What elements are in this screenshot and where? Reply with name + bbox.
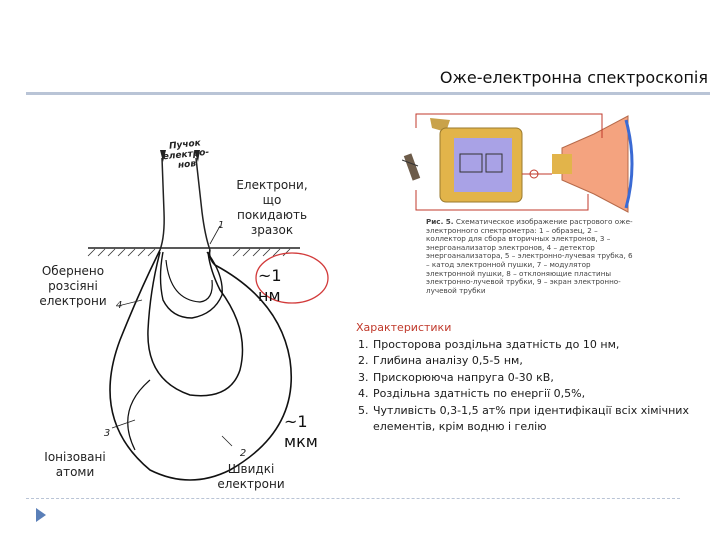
surface-hatching [87, 248, 291, 257]
leader-4 [117, 299, 143, 307]
figure-caption-text: Схематическое изображение растрового оже… [426, 217, 633, 295]
next-slide-arrow-icon[interactable] [36, 508, 46, 522]
lower-arc [127, 379, 151, 451]
leader-3 [111, 419, 136, 429]
amp-circle [529, 169, 539, 179]
figure-caption: Рис. 5. Схематическое изображение растро… [426, 217, 636, 295]
detector-box [459, 153, 483, 173]
leaving-electrons-label: Електрони, що покидають зразок [236, 178, 308, 237]
depth-um-label: ~1 мкм [284, 412, 318, 451]
sample-holder [403, 153, 421, 181]
spectrometer-schematic [402, 113, 634, 213]
ionized-atoms-label: Іонізовані атоми [44, 450, 106, 479]
characteristics-heading: Характеристики [356, 321, 452, 334]
marker-2: 2 [239, 448, 247, 459]
inner-volume-zone-2 [159, 251, 223, 319]
beam-arrow-left [160, 150, 166, 162]
figure-caption-number: Рис. 5. [426, 217, 454, 226]
characteristics-list: Просторова роздільна здатність до 10 нм,… [356, 337, 696, 436]
fast-electrons-label: Швидкі електрони [217, 462, 285, 491]
beam-arrow-right [194, 150, 200, 162]
marker-4: 4 [115, 300, 123, 311]
footer-rule [26, 498, 680, 500]
crt-tube [561, 115, 629, 213]
energy-analyzer-inner [454, 138, 512, 192]
inner-arc [165, 259, 213, 303]
middle-volume-zone-3 [147, 251, 244, 397]
marker-3: 3 [103, 428, 111, 439]
interaction-volume-diagram [87, 150, 329, 481]
list-item: Глибина аналізу 0,5-5 нм, [372, 353, 696, 370]
beam-line [402, 159, 419, 167]
electron-beam-left-edge [159, 157, 165, 251]
outer-volume-zone-4 [109, 249, 292, 481]
crt-neck [552, 154, 572, 174]
list-item: Роздільна здатність по енергії 0,5%, [372, 386, 696, 403]
page-title: Оже-електронна спектроскопія [439, 68, 708, 87]
detector-box-2 [485, 153, 503, 173]
characteristics-block: Характеристики Просторова роздільна здат… [356, 320, 696, 436]
leader-1 [209, 225, 221, 245]
depth-nm-label: ~1 нм [258, 266, 282, 305]
depth-highlight-circle [255, 252, 329, 304]
scan-wire [415, 190, 589, 211]
list-item: Просторова роздільна здатність до 10 нм, [372, 337, 696, 354]
leader-2 [221, 435, 233, 447]
backscattered-electrons-label: Обернено розсіяні електрони [39, 264, 107, 308]
electron-beam-right-edge [195, 157, 211, 251]
signal-wire-top [415, 113, 603, 138]
marker-1: 1 [217, 220, 225, 231]
crt-screen [624, 119, 634, 209]
list-item: Чутливість 0,3-1,5 ат% при ідентифікації… [372, 403, 696, 436]
title-rule [26, 92, 710, 95]
beam-label: Пучок електро-нов [162, 138, 210, 171]
list-item: Прискорююча напруга 0-30 кВ, [372, 370, 696, 387]
